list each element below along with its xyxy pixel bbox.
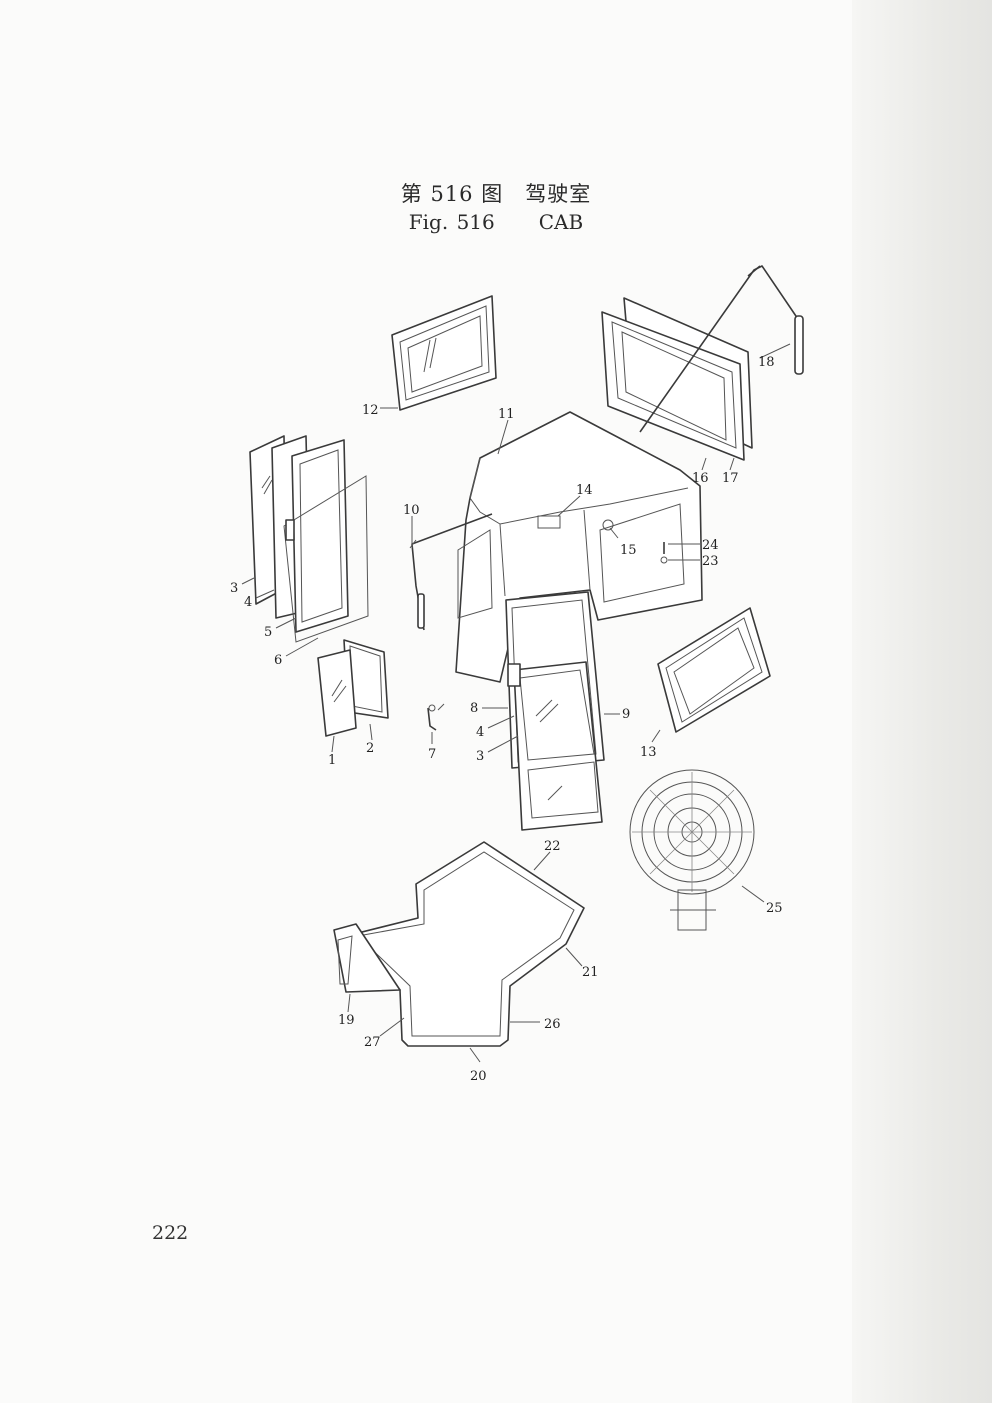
callout-25: 25	[766, 901, 783, 916]
figure-title-chinese: 第 516 图 驾驶室	[400, 182, 592, 206]
callout-12: 12	[362, 403, 379, 418]
page-edge-shadow	[852, 0, 992, 1403]
callout-24: 24	[702, 538, 719, 553]
part-25-disc	[629, 769, 755, 931]
callout-11: 11	[498, 407, 515, 422]
callout-23: 23	[702, 554, 719, 569]
callout-26: 26	[544, 1017, 561, 1032]
callout-14: 14	[576, 483, 593, 498]
callout-18: 18	[758, 355, 775, 370]
callout-7: 7	[428, 747, 436, 762]
leader-lines	[241, 343, 791, 1063]
part-3-4-5-6-side-window	[249, 435, 369, 643]
callout-27: 27	[364, 1035, 381, 1050]
page-number: 222	[152, 1222, 189, 1244]
callout-10: 10	[403, 503, 420, 518]
door-glass-panel	[507, 661, 603, 831]
callout-20: 20	[470, 1069, 487, 1084]
callout-19: 19	[338, 1013, 355, 1028]
part-23-24-fasteners	[660, 542, 668, 564]
part-12-window	[391, 295, 497, 411]
callout-labels: 12 11 16 17 18 14 15 24 23 10 3 4 5 6 8 …	[230, 355, 783, 1084]
part-13-window	[657, 607, 771, 733]
callout-4-left: 4	[244, 595, 252, 610]
callout-16: 16	[692, 471, 709, 486]
part-18-wiper	[639, 265, 804, 433]
callout-1: 1	[328, 753, 336, 768]
callout-5: 5	[264, 625, 272, 640]
part-11-cab-shell	[455, 411, 703, 683]
callout-9: 9	[622, 707, 630, 722]
callout-15: 15	[620, 543, 637, 558]
part-7-latch	[427, 703, 445, 731]
callout-21: 21	[582, 965, 599, 980]
callout-17: 17	[722, 471, 739, 486]
callout-4-door: 4	[476, 725, 484, 740]
figure-title-english: Fig. 516 CAB	[0, 210, 992, 234]
callout-13: 13	[640, 745, 657, 760]
callout-8: 8	[470, 701, 478, 716]
callout-3-door: 3	[476, 749, 484, 764]
part-1-2-quarter-window	[317, 639, 389, 737]
callout-3-left: 3	[230, 581, 238, 596]
callout-2: 2	[366, 741, 374, 756]
part-10-wiper	[409, 513, 493, 631]
figure-name: CAB	[538, 210, 584, 234]
callout-6: 6	[274, 653, 282, 668]
floor-frame	[333, 841, 585, 1047]
callout-22: 22	[544, 839, 561, 854]
figure-number: Fig. 516	[408, 210, 495, 234]
